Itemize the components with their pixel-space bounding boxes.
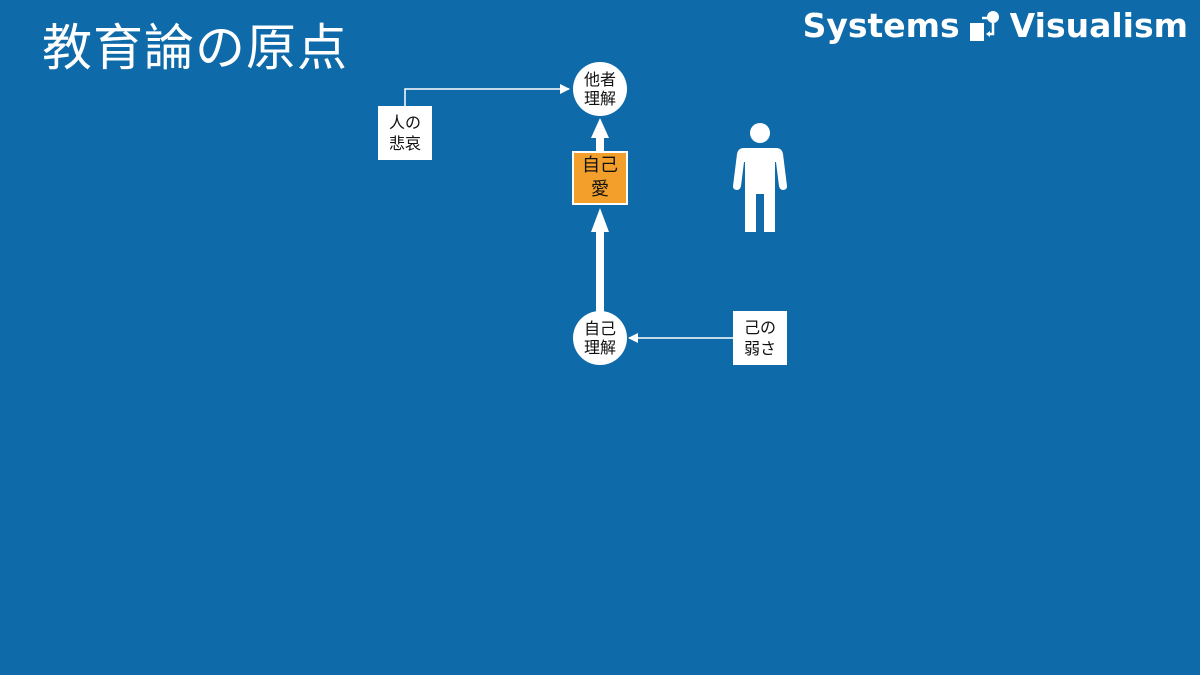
edge-self-love-to-others-head bbox=[591, 118, 609, 138]
logo-text-right: Visualism bbox=[1009, 6, 1188, 45]
edge-self-love-to-others-shaft bbox=[596, 134, 604, 152]
node-human-sorrow: 人の 悲哀 bbox=[378, 106, 432, 160]
brand-logo: Systems Visualism bbox=[803, 6, 1188, 45]
node-own-weakness-label: 己の 弱さ bbox=[743, 318, 776, 358]
logo-text-left: Systems bbox=[802, 6, 960, 45]
edge-sorrow-to-others bbox=[404, 84, 570, 106]
node-others-understanding: 他者 理解 bbox=[573, 62, 627, 116]
edge-self-understanding-to-self-love-head bbox=[591, 208, 609, 232]
systems-visualism-logo-icon bbox=[969, 10, 999, 41]
person-icon bbox=[733, 123, 787, 232]
node-self-love: 自己 愛 bbox=[572, 151, 628, 205]
edge-self-understanding-to-self-love-shaft bbox=[596, 230, 604, 312]
node-others-understanding-label: 他者 理解 bbox=[583, 70, 616, 108]
node-self-understanding-label: 自己 理解 bbox=[583, 319, 616, 357]
node-self-love-label: 自己 愛 bbox=[582, 155, 618, 200]
node-self-understanding: 自己 理解 bbox=[573, 311, 627, 365]
node-own-weakness: 己の 弱さ bbox=[733, 311, 787, 365]
node-human-sorrow-label: 人の 悲哀 bbox=[388, 113, 421, 153]
page-title: 教育論の原点 bbox=[42, 19, 348, 77]
